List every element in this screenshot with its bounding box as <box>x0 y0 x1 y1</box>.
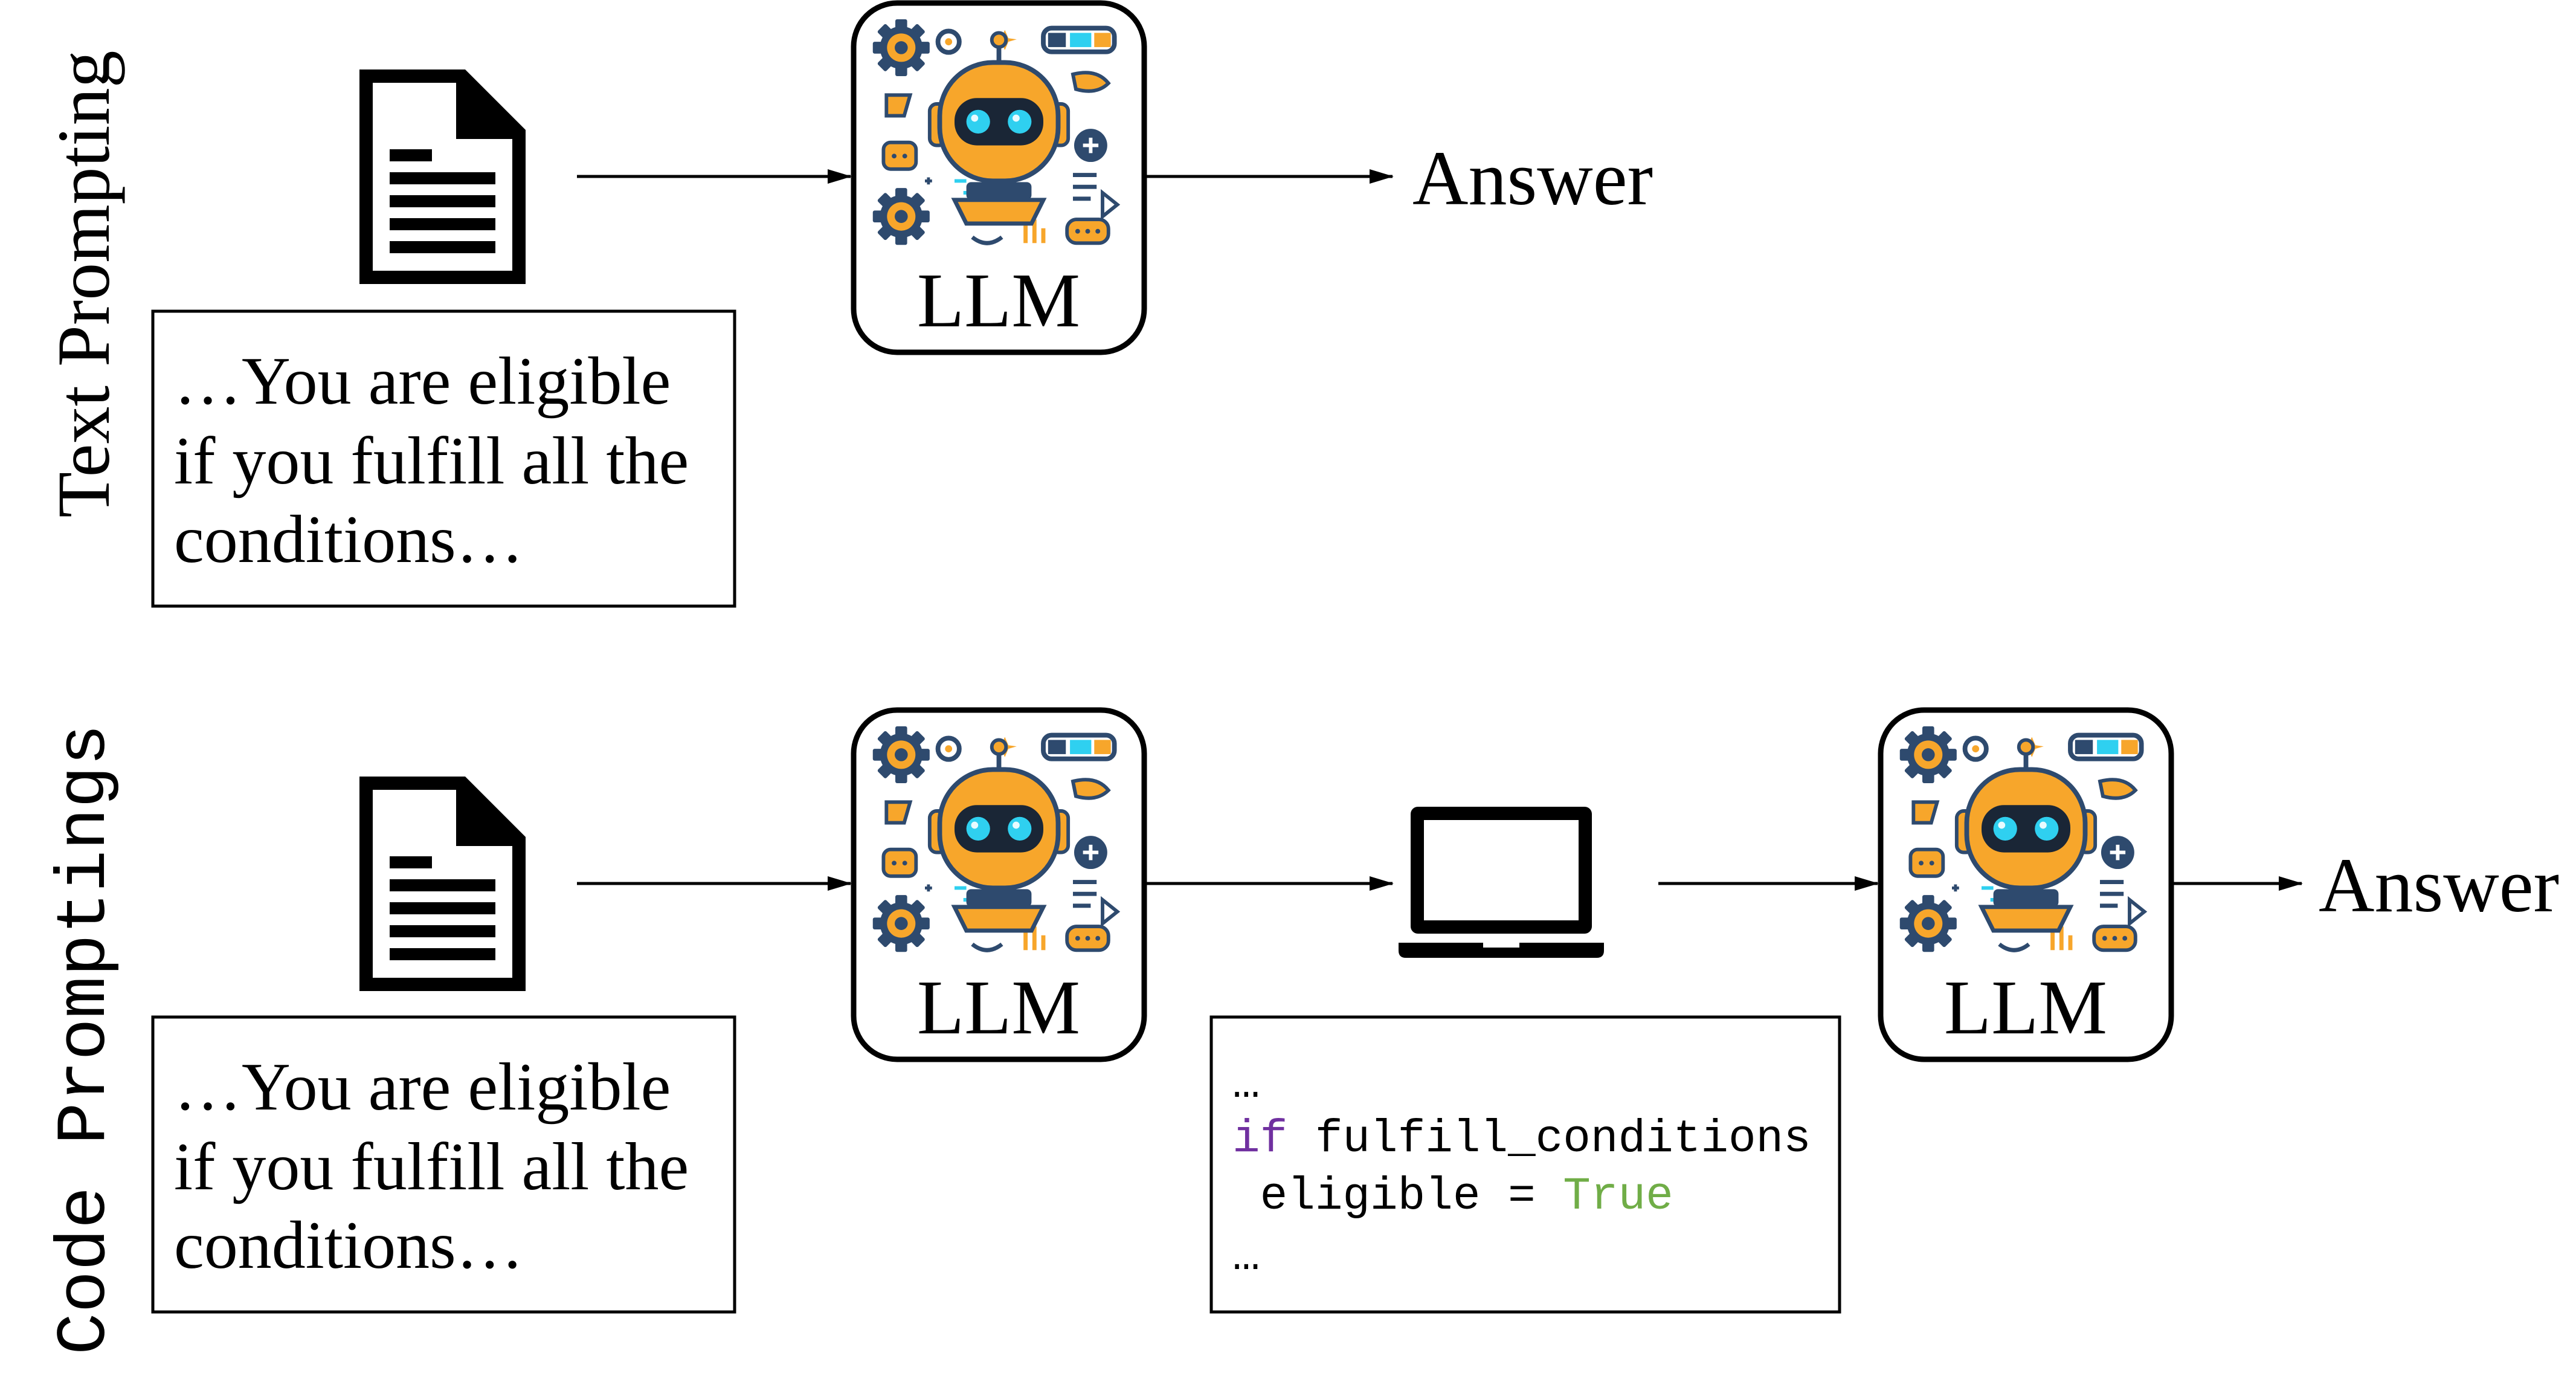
prompt-text-line-1: …You are eligible <box>174 344 671 419</box>
answer-text: Answer <box>2319 842 2559 928</box>
document-icon <box>359 777 526 991</box>
code-line-4: … <box>1232 1231 1260 1283</box>
code-box <box>1209 1015 1841 1314</box>
llm-box-second: LLM <box>1878 707 2174 1062</box>
prompt-text-line-1: …You are eligible <box>174 1050 671 1125</box>
code-keyword-if: if <box>1232 1113 1287 1165</box>
llm-label: LLM <box>1944 964 2107 1050</box>
code-value-true: True <box>1563 1171 1673 1223</box>
llm-label: LLM <box>917 257 1080 343</box>
prompt-text-line-2: if you fulfill all the <box>174 424 689 499</box>
code-prompting-row: Code Promptings …You are eligible if you… <box>45 707 2559 1355</box>
code-line-1: … <box>1232 1059 1260 1111</box>
llm-box-first: LLM <box>851 707 1147 1062</box>
document-icon <box>359 69 526 284</box>
code-line-3: eligible = True <box>1232 1171 1673 1223</box>
prompt-text-box <box>151 309 736 608</box>
code-condition: fulfill_conditions <box>1287 1113 1811 1165</box>
llm-label: LLM <box>917 964 1080 1050</box>
code-line-2: if fulfill_conditions <box>1232 1113 1811 1165</box>
laptop-icon <box>1399 807 1604 958</box>
prompt-text-line-3: conditions… <box>174 502 524 577</box>
text-prompting-row: Text Prompting …You are eligible if you … <box>42 0 1653 608</box>
code-prompting-label: Code Promptings <box>45 724 125 1355</box>
prompt-text-box <box>151 1015 736 1314</box>
prompt-text-line-2: if you fulfill all the <box>174 1129 689 1204</box>
answer-text: Answer <box>1412 135 1653 221</box>
code-assign: eligible = <box>1232 1171 1563 1223</box>
text-prompting-label: Text Prompting <box>42 50 125 517</box>
prompt-text-line-3: conditions… <box>174 1208 524 1283</box>
llm-box: LLM <box>851 0 1147 355</box>
